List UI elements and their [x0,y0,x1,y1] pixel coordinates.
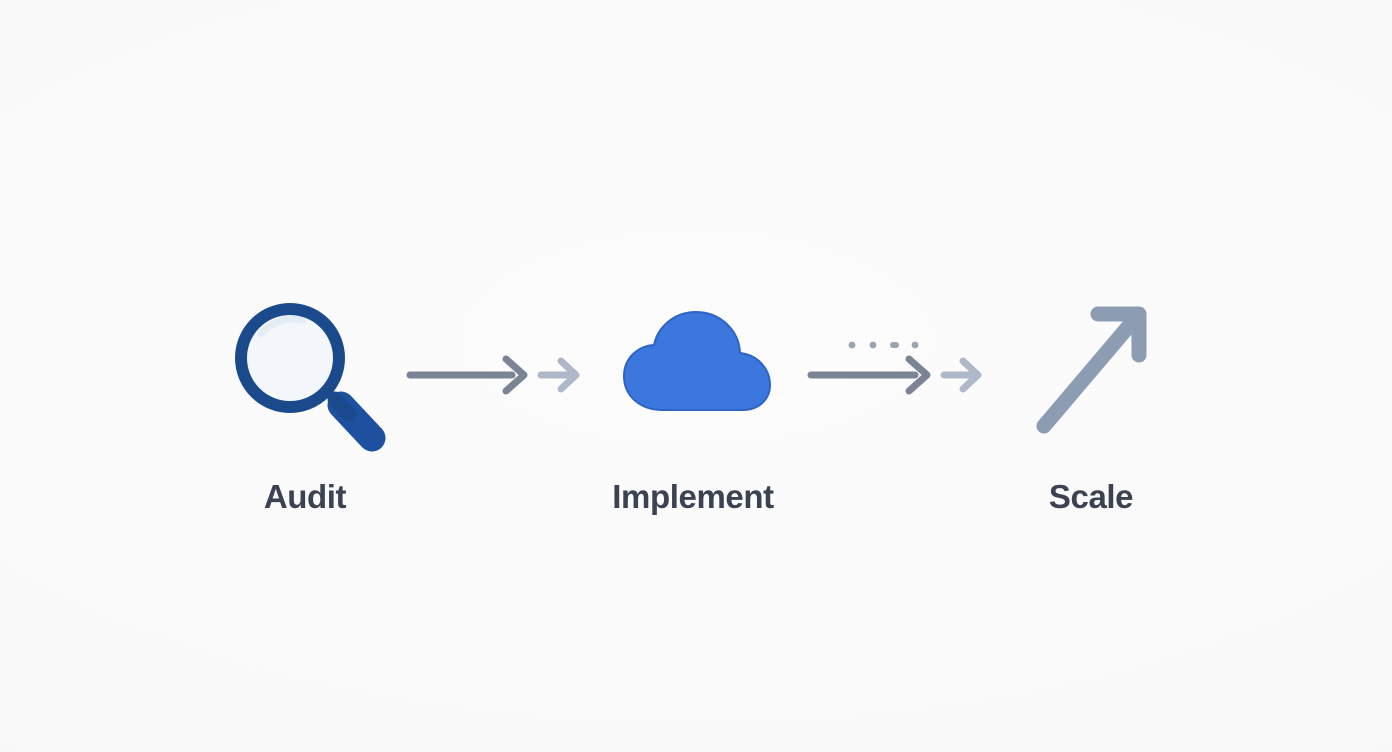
connector-dots [848,341,919,349]
stage-audit[interactable]: Audit [185,298,425,513]
stage-scale[interactable]: Scale [971,298,1211,513]
connector-implement-to-scale [805,330,995,400]
stage-implement[interactable]: Implement [573,298,813,513]
trending-up-arrow-icon [1026,298,1156,448]
stage-label-implement: Implement [612,478,774,515]
cloud-icon [606,298,781,448]
secondary-arrow [940,357,982,393]
secondary-arrow [537,357,580,393]
primary-arrow [807,355,931,395]
stage-label-scale: Scale [1048,478,1134,515]
stage-label-audit: Audit [263,478,347,515]
connector-audit-to-implement [404,340,594,400]
primary-arrow [406,355,528,395]
magnifying-glass-icon [225,298,386,452]
